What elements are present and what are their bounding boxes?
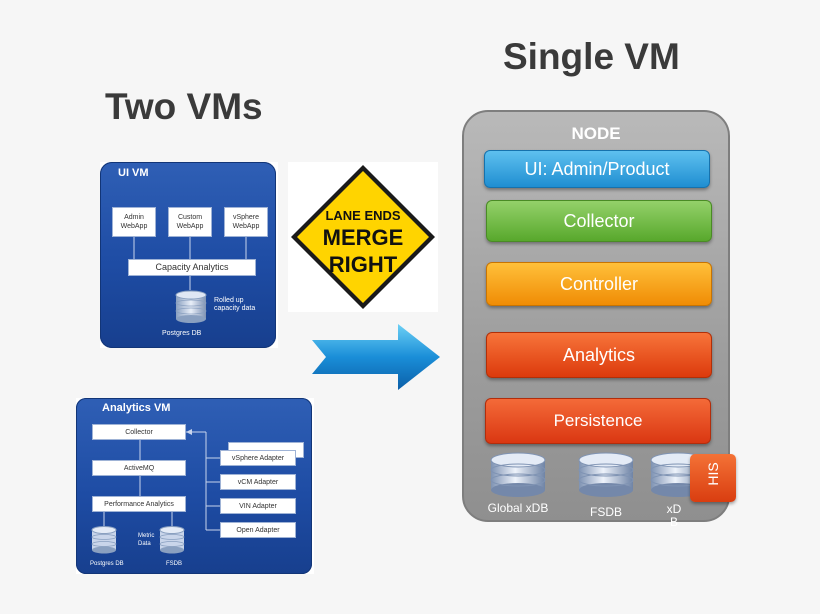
node-title: NODE <box>571 124 621 143</box>
sign-line-2: MERGE <box>322 225 404 250</box>
layer-ui: UI: Admin/Product <box>484 150 710 188</box>
two-vms-heading: Two VMs <box>105 86 263 127</box>
open-adapter-box: Open Adapter <box>220 522 296 538</box>
postgres-db-icon <box>175 290 207 323</box>
ui-vm-title: UI VM <box>118 167 149 179</box>
analytics-vm-connectors <box>103 429 220 531</box>
fsdb-node-icon <box>578 452 634 497</box>
performance-analytics-box: Performance Analytics <box>92 496 186 512</box>
ui-vm-frame: UI VM Admin WebApp Custom WebApp vSphere… <box>100 162 278 348</box>
layer-collector: Collector <box>486 200 712 242</box>
postgres-db-icon-2 <box>91 526 117 554</box>
sign-line-3: RIGHT <box>328 252 398 277</box>
vcm-adapter-box: vCM Adapter <box>220 474 296 490</box>
layer-analytics: Analytics <box>486 332 712 378</box>
custom-webapp-box: Custom WebApp <box>168 207 212 237</box>
global-xdb-label: Global xDB <box>487 501 549 515</box>
layer-persistence: Persistence <box>485 398 711 444</box>
layer-controller: Controller <box>486 262 712 306</box>
collector-box: Collector <box>92 424 186 440</box>
postgres-db-label: Postgres DB <box>162 330 202 337</box>
analytics-vm-title: Analytics VM <box>102 402 171 414</box>
his-badge: HIS <box>690 454 736 502</box>
rolled-up-label: Rolled up capacity data <box>214 297 256 312</box>
global-xdb-icon <box>490 452 546 497</box>
vin-adapter-box: VIN Adapter <box>220 498 296 514</box>
xdb-node-label: xD B <box>666 502 682 529</box>
vsphere-webapp-box: vSphere WebApp <box>224 207 268 237</box>
postgres-db-label-2: Postgres DB <box>90 561 124 567</box>
his-label: HIS <box>705 462 721 486</box>
metric-data-label: Metric Data <box>138 533 155 547</box>
fsdb-label-small: FSDB <box>166 561 183 567</box>
admin-webapp-box: Admin WebApp <box>112 207 156 237</box>
merge-sign-icon <box>291 165 435 309</box>
merge-arrow-icon <box>312 324 440 390</box>
fsdb-node-label: FSDB <box>589 505 622 519</box>
sign-line-1: LANE ENDS <box>325 208 401 223</box>
fsdb-icon <box>159 526 185 554</box>
capacity-analytics-box: Capacity Analytics <box>128 259 256 276</box>
vsphere-adapter-box: vSphere Adapter <box>220 450 296 466</box>
analytics-vm-frame: Analytics VM Collector ActiveMQ Performa… <box>76 398 314 574</box>
single-vm-heading: Single VM <box>503 36 680 77</box>
ui-vm-connectors <box>133 237 247 290</box>
merge-sign-frame: LANE ENDS MERGE RIGHT <box>288 162 438 312</box>
activemq-box: ActiveMQ <box>92 460 186 476</box>
